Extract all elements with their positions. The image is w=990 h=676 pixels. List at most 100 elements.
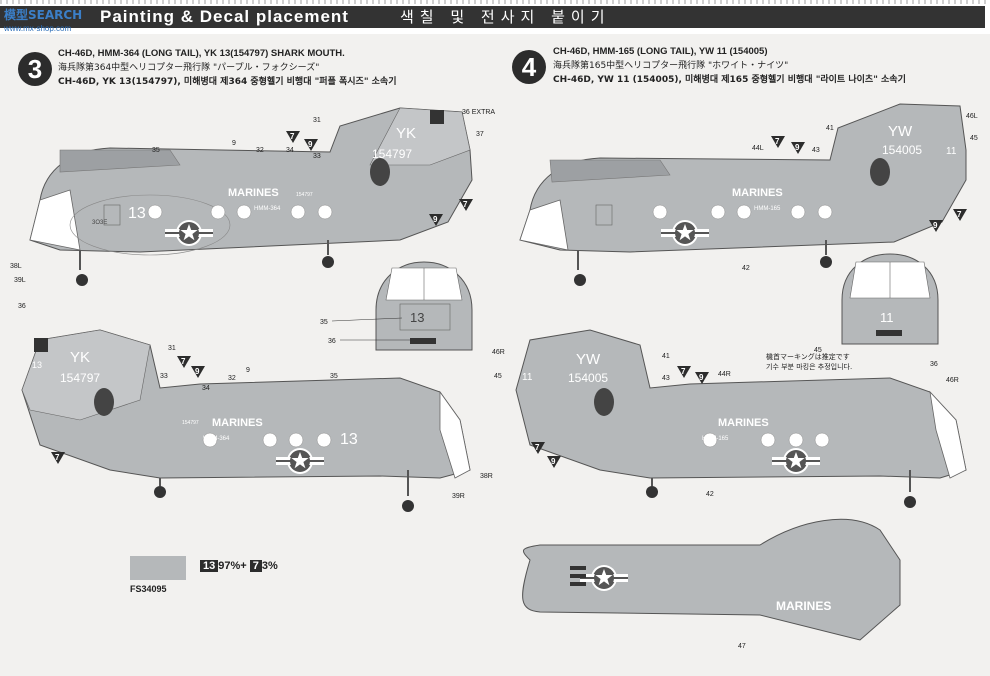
page-subtitle: 색칠 및 전사지 붙이기 bbox=[400, 8, 611, 26]
svg-text:44R: 44R bbox=[718, 371, 731, 378]
dotted-border bbox=[0, 0, 990, 4]
svg-text:38R: 38R bbox=[480, 473, 493, 480]
svg-text:36: 36 bbox=[328, 338, 336, 345]
scheme-3-callouts-bottom: 36 31 33 34 32 9 35 38R 39R 7 9 7 bbox=[18, 303, 493, 500]
svg-text:7: 7 bbox=[535, 443, 540, 452]
header: Painting & Decal placement 색칠 및 전사지 붙이기 … bbox=[0, 0, 990, 34]
scheme-4-title: CH-46D, HMM-165 (LONG TAIL), YW 11 (1540… bbox=[553, 46, 768, 57]
svg-text:46L: 46L bbox=[966, 113, 978, 120]
scheme-3-nose-front: 13 35 36 bbox=[320, 261, 473, 351]
svg-text:7: 7 bbox=[775, 137, 780, 146]
svg-text:35: 35 bbox=[330, 373, 338, 380]
svg-text:7: 7 bbox=[957, 210, 962, 219]
color-code: FS34095 bbox=[130, 584, 167, 594]
svg-text:9: 9 bbox=[195, 367, 200, 376]
svg-text:7: 7 bbox=[290, 132, 295, 141]
svg-text:HMM-165: HMM-165 bbox=[754, 206, 781, 212]
scheme-3-profile-right: MARINES 13 HMM-364 154797 YK 154797 13 bbox=[21, 329, 471, 512]
svg-text:45: 45 bbox=[814, 347, 822, 354]
svg-text:9: 9 bbox=[551, 457, 556, 466]
svg-text:32: 32 bbox=[228, 375, 236, 382]
svg-text:42: 42 bbox=[742, 265, 750, 272]
svg-text:MARINES: MARINES bbox=[776, 599, 831, 613]
svg-text:38L: 38L bbox=[10, 263, 22, 270]
scheme-4-callouts-top: 44L 41 43 46L 45 42 7 9 7 9 bbox=[742, 113, 978, 272]
svg-text:3O3E: 3O3E bbox=[92, 220, 107, 226]
svg-text:9: 9 bbox=[246, 367, 250, 374]
svg-text:37: 37 bbox=[476, 131, 484, 138]
svg-text:46R: 46R bbox=[492, 349, 505, 356]
pct-a: 97%+ bbox=[218, 560, 247, 572]
svg-text:7: 7 bbox=[55, 453, 60, 462]
svg-text:35: 35 bbox=[320, 319, 328, 326]
svg-text:31: 31 bbox=[168, 345, 176, 352]
svg-text:154797: 154797 bbox=[296, 192, 313, 198]
svg-text:45: 45 bbox=[970, 135, 978, 142]
svg-text:33: 33 bbox=[160, 373, 168, 380]
scheme-4-jp: 海兵隊第165中型ヘリコプター飛行隊 "ホワイト・ナイツ" bbox=[553, 61, 789, 71]
svg-text:45: 45 bbox=[494, 373, 502, 380]
tail-code-yk: YK bbox=[396, 125, 416, 142]
svg-text:36: 36 bbox=[18, 303, 26, 310]
svg-text:36: 36 bbox=[930, 361, 938, 368]
scheme-3-kr: CH-46D, YK 13(154797), 미해병대 제364 중형헬기 비행… bbox=[58, 77, 397, 87]
scheme-4-number: 4 bbox=[512, 50, 546, 84]
nose-3-modex: 13 bbox=[410, 310, 424, 325]
scheme-3-profile-left: 3O3E MARINES 13 HMM-364 154797 YK 154797 bbox=[29, 107, 473, 286]
svg-text:13: 13 bbox=[32, 360, 42, 370]
watermark-url: www.mx-shop.com bbox=[4, 24, 72, 33]
svg-text:13: 13 bbox=[340, 431, 358, 448]
note-jp: 機首マーキングは推定です bbox=[766, 353, 850, 361]
nose-4-modex: 11 bbox=[880, 310, 894, 325]
svg-text:154005: 154005 bbox=[568, 371, 608, 385]
svg-text:MARINES: MARINES bbox=[212, 417, 263, 429]
scheme-4-profile-right: MARINES HMM-165 YW 154005 11 bbox=[515, 329, 967, 508]
watermark: 模型SEARCH bbox=[4, 8, 83, 22]
svg-text:43: 43 bbox=[662, 375, 670, 382]
scheme-4-kr: CH-46D, YW 11 (154005), 미해병대 제165 중형헬기 비… bbox=[553, 75, 906, 85]
scheme-4-callouts-bottom: 46R 45 41 43 44R 46R 42 7 9 7 9 bbox=[492, 349, 959, 498]
svg-text:HMM-364: HMM-364 bbox=[203, 436, 230, 442]
svg-text:9: 9 bbox=[433, 215, 438, 224]
svg-text:9: 9 bbox=[232, 140, 236, 147]
svg-text:9: 9 bbox=[933, 221, 938, 230]
scheme-3-title: CH-46D, HMM-364 (LONG TAIL), YK 13(15479… bbox=[58, 48, 345, 59]
color-swatch bbox=[130, 556, 186, 580]
svg-text:36 EXTRA: 36 EXTRA bbox=[462, 109, 495, 116]
svg-text:HMM-364: HMM-364 bbox=[254, 206, 281, 212]
tail-serial: 154797 bbox=[372, 147, 412, 161]
page-title: Painting & Decal placement bbox=[100, 7, 349, 26]
svg-text:35: 35 bbox=[152, 147, 160, 154]
svg-text:11: 11 bbox=[522, 372, 533, 383]
svg-text:43: 43 bbox=[812, 147, 820, 154]
svg-text:31: 31 bbox=[313, 117, 321, 124]
svg-text:34: 34 bbox=[202, 385, 210, 392]
svg-text:7: 7 bbox=[463, 200, 468, 209]
svg-text:46R: 46R bbox=[946, 377, 959, 384]
mix-a: 13 bbox=[200, 560, 219, 572]
scheme-3-jp: 海兵隊第364中型ヘリコプター飛行隊 "パープル・フォクシーズ" bbox=[58, 63, 320, 73]
svg-text:154797: 154797 bbox=[182, 420, 199, 426]
scheme-3-callouts-top: 35 9 32 34 33 31 36 EXTRA 37 38L 39L 7 9… bbox=[10, 109, 495, 284]
pct-b: 3% bbox=[261, 560, 278, 572]
svg-text:154797: 154797 bbox=[60, 371, 100, 385]
svg-text:11: 11 bbox=[946, 146, 957, 157]
scheme-4-nose-front: 11 bbox=[841, 253, 939, 345]
svg-text:MARINES: MARINES bbox=[718, 417, 769, 429]
svg-text:39L: 39L bbox=[14, 277, 26, 284]
svg-text:44L: 44L bbox=[752, 145, 764, 152]
scheme-4-profile-left: MARINES HMM-165 YW 154005 11 bbox=[519, 103, 967, 286]
svg-text:42: 42 bbox=[706, 491, 714, 498]
marines-text: MARINES bbox=[228, 187, 279, 199]
svg-text:47: 47 bbox=[738, 643, 746, 650]
svg-text:9: 9 bbox=[699, 373, 704, 382]
modex-13: 13 bbox=[128, 205, 146, 222]
svg-text:MARINES: MARINES bbox=[732, 187, 783, 199]
svg-text:41: 41 bbox=[662, 353, 670, 360]
svg-text:7: 7 bbox=[681, 367, 686, 376]
svg-text:32: 32 bbox=[256, 147, 264, 154]
svg-text:YW: YW bbox=[888, 123, 913, 140]
svg-text:9: 9 bbox=[795, 143, 800, 152]
